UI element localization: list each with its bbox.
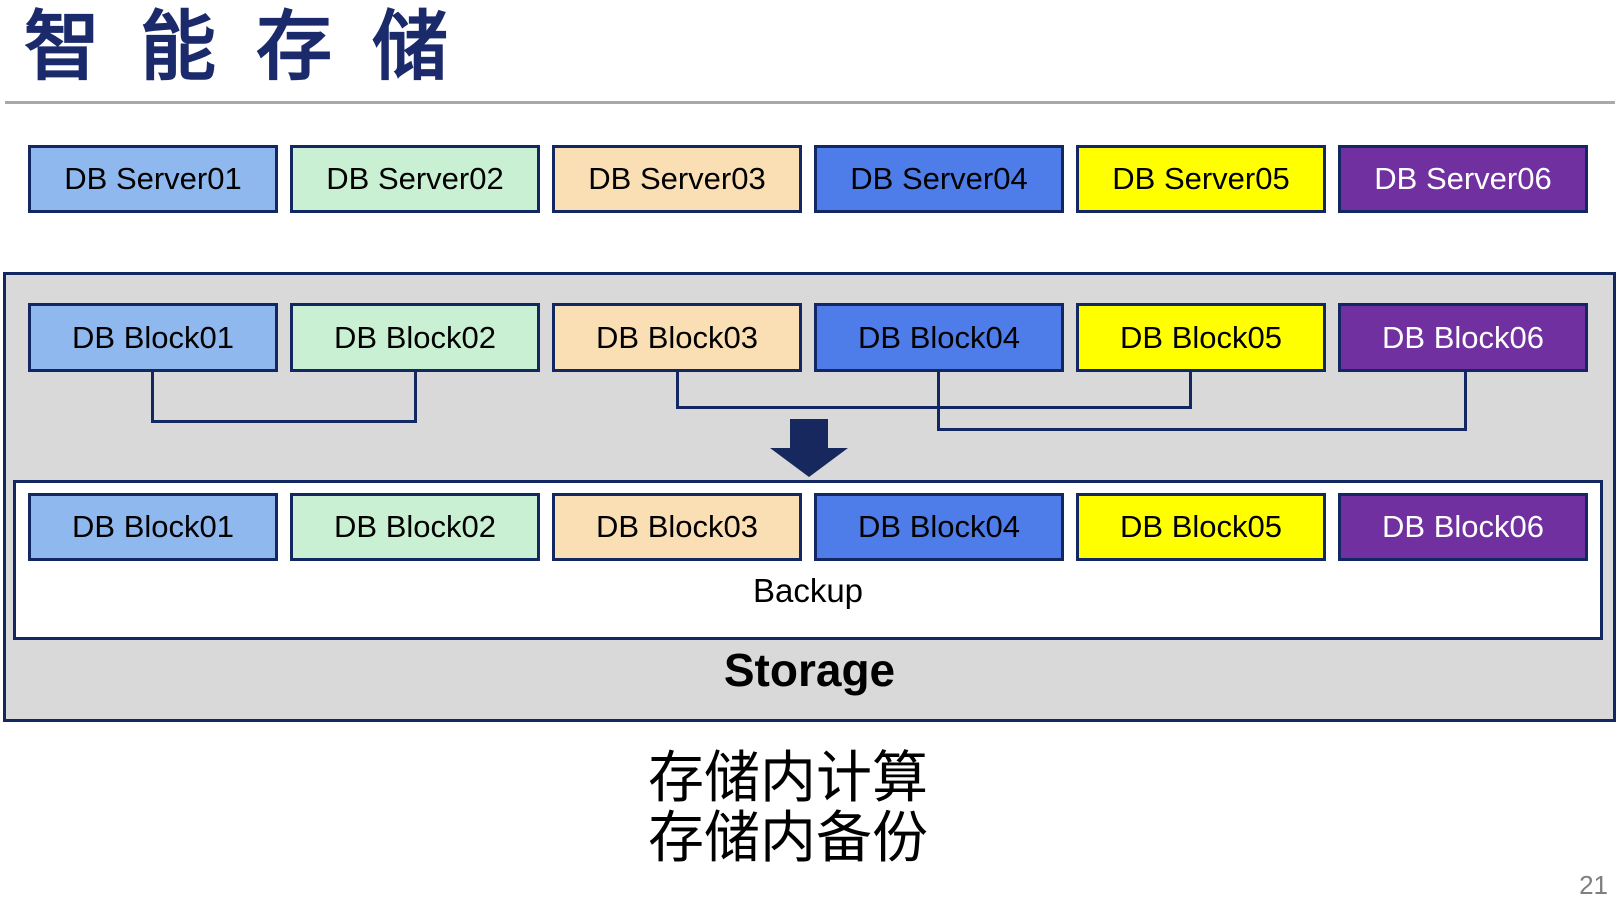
caption: 存储内计算 存储内备份 (648, 748, 928, 868)
db-block-top-01: DB Block01 (28, 303, 278, 372)
db-block-top-06: DB Block06 (1338, 303, 1588, 372)
server-box-02: DB Server02 (290, 145, 540, 213)
connector-line-block03-block05 (676, 371, 1192, 409)
db-block-bottom-02: DB Block02 (290, 493, 540, 561)
server-box-01: DB Server01 (28, 145, 278, 213)
backup-label: Backup (752, 572, 864, 609)
db-block-top-02: DB Block02 (290, 303, 540, 372)
db-block-bottom-06: DB Block06 (1338, 493, 1588, 561)
storage-label: Storage (723, 644, 896, 696)
db-block-top-04: DB Block04 (814, 303, 1064, 372)
db-block-bottom-03: DB Block03 (552, 493, 802, 561)
db-block-top-05: DB Block05 (1076, 303, 1326, 372)
server-box-03: DB Server03 (552, 145, 802, 213)
db-block-bottom-04: DB Block04 (814, 493, 1064, 561)
down-arrow-icon (790, 419, 828, 449)
server-box-05: DB Server05 (1076, 145, 1326, 213)
down-arrow-head-icon (770, 448, 848, 477)
page-title: 智能存储 (24, 5, 488, 90)
caption-line-1: 存储内计算 (648, 746, 928, 809)
db-block-top-03: DB Block03 (552, 303, 802, 372)
page-number: 21 (1579, 870, 1608, 900)
caption-line-2: 存储内备份 (648, 806, 928, 869)
server-box-04: DB Server04 (814, 145, 1064, 213)
title-divider (5, 101, 1615, 104)
server-box-06: DB Server06 (1338, 145, 1588, 213)
db-block-bottom-01: DB Block01 (28, 493, 278, 561)
db-block-bottom-05: DB Block05 (1076, 493, 1326, 561)
connector-line-block04-block06 (937, 371, 1467, 431)
connector-line-block01-block02 (151, 371, 417, 423)
